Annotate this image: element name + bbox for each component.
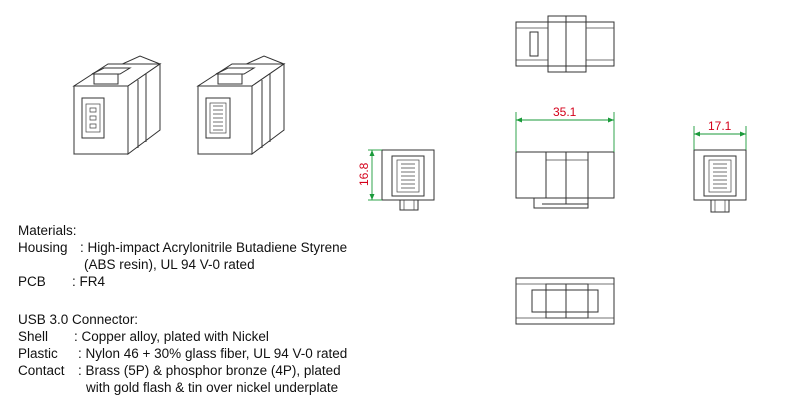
- usb-heading: USB 3.0 Connector:: [18, 312, 139, 327]
- pcb-label: PCB: [18, 274, 46, 289]
- plastic-value: : Nylon 46 + 30% glass fiber, UL 94 V-0 …: [78, 346, 348, 361]
- pcb-value: : FR4: [72, 274, 106, 289]
- side-view: [515, 151, 615, 209]
- rear-end-view: [693, 149, 747, 213]
- shell-label: Shell: [18, 329, 49, 344]
- height-dimension: 16.8: [357, 149, 382, 201]
- shell-value: : Copper alloy, plated with Nickel: [74, 329, 269, 344]
- contact-value: : Brass (5P) & phosphor bronze (4P), pla…: [78, 363, 341, 378]
- housing-label: Housing: [18, 240, 68, 255]
- length-dimension-value: 35.1: [553, 105, 577, 119]
- housing-value: : High-impact Acrylonitrile Butadiene St…: [80, 240, 348, 255]
- width-dimension-value: 17.1: [708, 119, 732, 133]
- contact-value-continued: with gold flash & tin over nickel underp…: [86, 380, 339, 395]
- width-dimension: 17.1: [693, 119, 747, 150]
- length-dimension: 35.1: [515, 105, 615, 152]
- isometric-view-rear: [72, 55, 162, 155]
- height-dimension-value: 16.8: [357, 162, 371, 186]
- materials-heading: Materials:: [18, 223, 77, 238]
- top-view: [515, 15, 615, 73]
- front-end-view: [381, 149, 435, 211]
- isometric-view-front: [196, 55, 286, 155]
- contact-label: Contact: [18, 363, 65, 378]
- plastic-label: Plastic: [18, 346, 58, 361]
- housing-value-continued: (ABS resin), UL 94 V-0 rated: [84, 257, 255, 272]
- bottom-view: [515, 277, 615, 325]
